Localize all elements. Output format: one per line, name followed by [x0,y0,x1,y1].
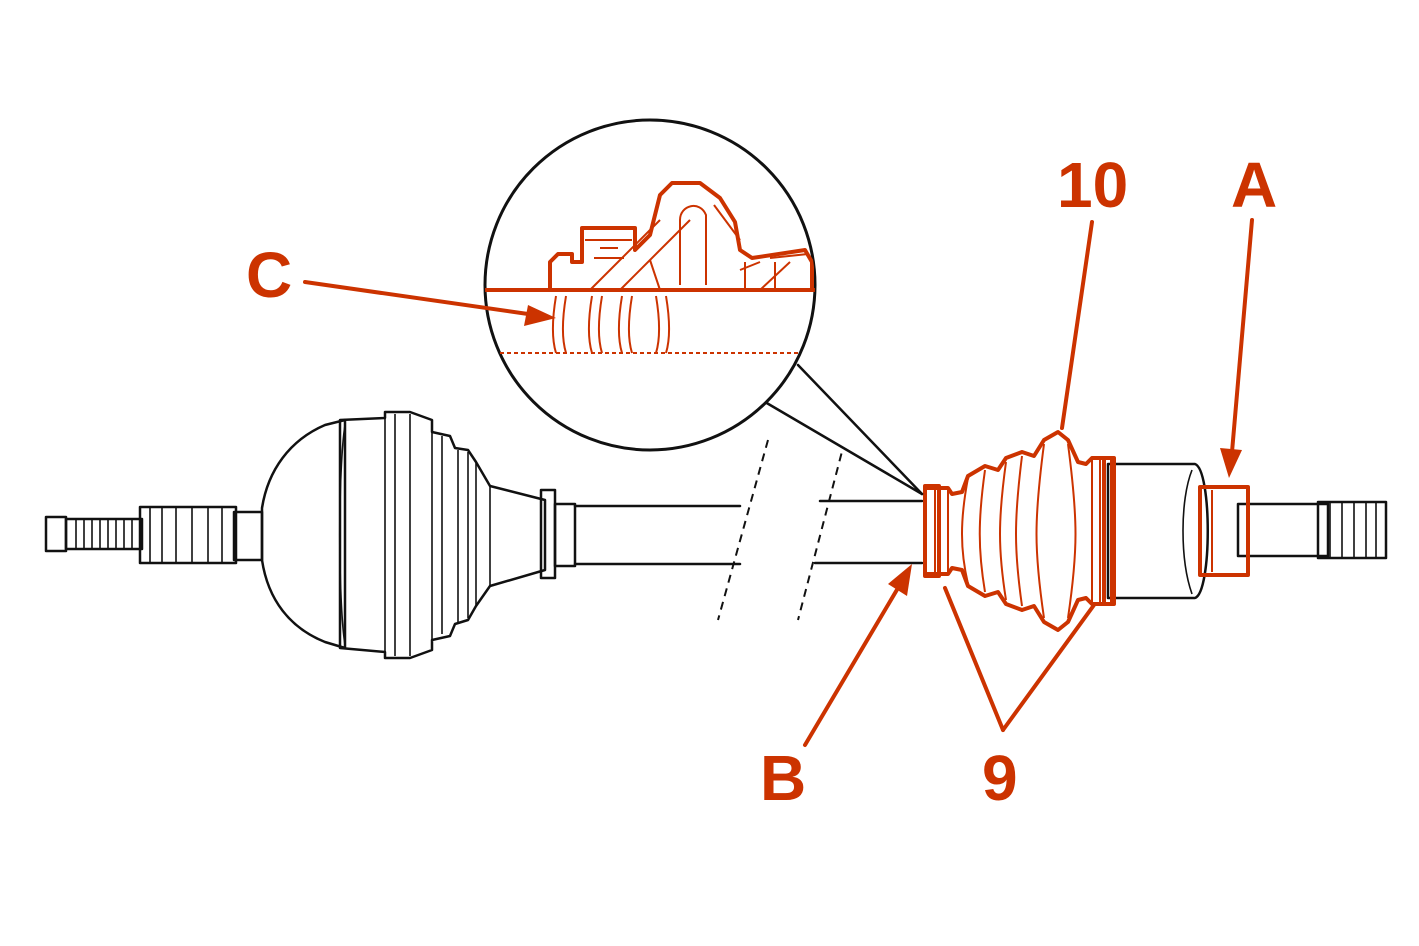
label-a: A [1231,149,1277,221]
callout-arrows [303,218,1254,747]
label-c: C [246,239,292,311]
clamp-small [923,484,941,578]
magnifier-circle [483,118,817,452]
detail-magnifier [483,118,924,496]
outer-boot [338,410,547,660]
threaded-stub [44,505,264,565]
tulip-housing [1106,462,1209,600]
outer-boot-clamp [539,488,577,580]
label-b: B [760,742,806,814]
inner-joint [1106,462,1388,600]
outer-boot-ridges [338,414,491,656]
inner-boot [923,430,1116,632]
seal-a [1198,485,1250,577]
bell-housing [260,418,347,650]
label-9: 9 [982,742,1018,814]
outer-cv-joint [44,410,577,660]
clamp-large [1102,456,1116,606]
label-10: 10 [1057,149,1128,221]
shaft [573,439,924,621]
